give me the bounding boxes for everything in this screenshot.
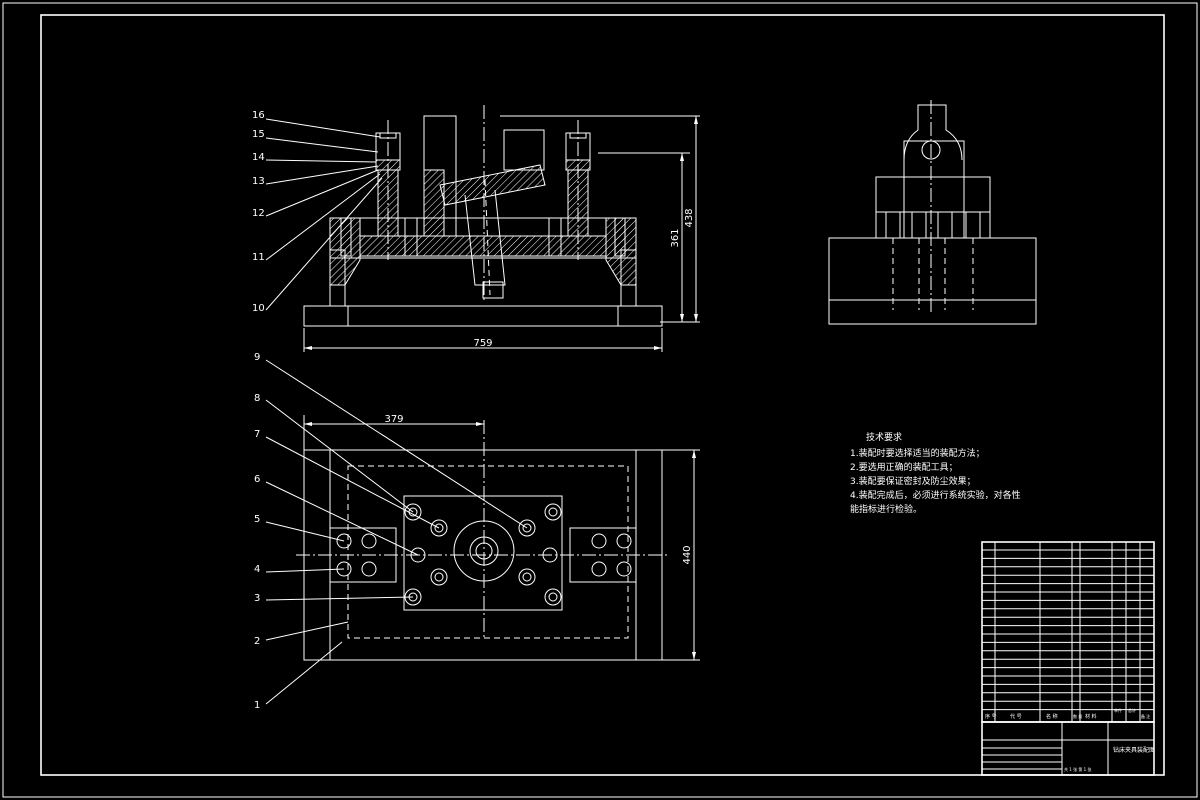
front-view: 361 438 759 16 15 14 13 12 11 10 — [252, 105, 700, 352]
bom-header-code: 代 号 — [1010, 713, 1022, 720]
balloon-4: 4 — [254, 564, 260, 575]
dim-379: 379 — [384, 414, 403, 425]
bom-header-no: 序 号 — [985, 713, 997, 720]
balloon-2: 2 — [254, 636, 260, 647]
tech-requirements-title: 技术要求 — [866, 431, 902, 443]
tech-req-line-4: 4.装配完成后，必须进行系统实验，对各性 — [850, 489, 1021, 501]
dim-438: 438 — [684, 208, 695, 227]
top-view: 379 440 9 8 7 6 5 4 3 2 1 — [254, 352, 700, 711]
bom-header-qty: 数 量 — [1073, 713, 1082, 719]
bom-header-remark: 备 注 — [1141, 713, 1150, 719]
balloon-12: 12 — [252, 208, 265, 219]
tech-requirements: 技术要求 1.装配时要选择适当的装配方法； 2.要选用正确的装配工具； 3.装配… — [850, 431, 1021, 515]
balloon-9: 9 — [254, 352, 260, 363]
balloon-6: 6 — [254, 474, 260, 485]
tech-req-line-3: 3.装配要保证密封及防尘效果； — [850, 475, 976, 487]
balloon-14: 14 — [252, 152, 265, 163]
tech-req-line-1: 1.装配时要选择适当的装配方法； — [850, 447, 985, 459]
dim-440: 440 — [682, 545, 693, 564]
balloon-13: 13 — [252, 176, 265, 187]
sheet-info: 共 1 张 第 1 张 — [1064, 766, 1091, 772]
balloon-5: 5 — [254, 514, 260, 525]
dim-759: 759 — [473, 338, 492, 349]
dim-361: 361 — [670, 228, 681, 247]
balloon-7: 7 — [254, 429, 260, 440]
title-block: 序 号 代 号 名 称 数 量 材 料 单件 总计 备 注 钻床夹具装配图 共 … — [981, 541, 1155, 776]
bom-header-name: 名 称 — [1046, 713, 1058, 720]
side-view — [828, 100, 1037, 325]
tech-req-line-2: 2.要选用正确的装配工具； — [850, 461, 958, 473]
bom-header-material: 材 料 — [1085, 713, 1097, 720]
tech-req-line-5: 能指标进行检验。 — [850, 503, 922, 515]
balloon-8: 8 — [254, 393, 260, 404]
balloon-3: 3 — [254, 593, 260, 604]
balloon-11: 11 — [252, 252, 265, 263]
drawing-name: 钻床夹具装配图 — [1113, 746, 1155, 754]
bom-header-total: 总计 — [1128, 707, 1136, 713]
inner-frame — [40, 14, 1165, 776]
balloon-10: 10 — [252, 303, 265, 314]
balloon-1: 1 — [254, 700, 260, 711]
bom-header-unit: 单件 — [1114, 707, 1122, 713]
balloon-16: 16 — [252, 110, 265, 121]
balloon-15: 15 — [252, 129, 265, 140]
